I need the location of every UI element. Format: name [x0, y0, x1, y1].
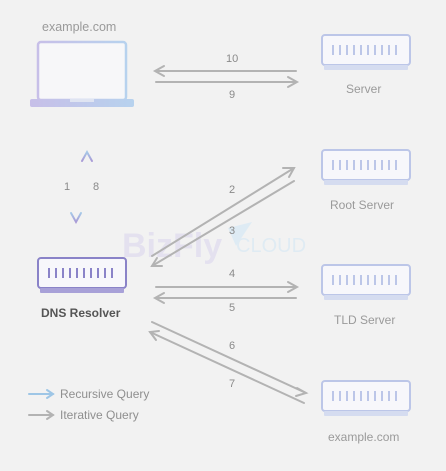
watermark-cloud-text: CLOUD [236, 235, 306, 257]
step-6-label: 6 [229, 340, 236, 352]
watermark-wing-icon [228, 222, 252, 246]
dns-resolver-label: DNS Resolver [41, 306, 121, 320]
step-10-label: 10 [226, 53, 239, 65]
authoritative-server-icon [321, 380, 411, 416]
server-icon [321, 34, 411, 70]
arrow-step-2 [151, 167, 296, 257]
arrow-step-3 [150, 180, 295, 267]
arrow-step-10 [152, 65, 297, 77]
step-4-label: 4 [229, 268, 236, 280]
legend-recursive-arrow [28, 389, 55, 399]
tld-server-label: TLD Server [334, 313, 396, 327]
authoritative-server-label: example.com [328, 430, 400, 444]
arrow-step-6 [151, 321, 309, 397]
legend-iterative-label: Iterative Query [60, 408, 139, 422]
root-server-label: Root Server [330, 198, 395, 212]
arrow-step-4 [155, 281, 300, 293]
step-8-label: 8 [93, 181, 100, 193]
step-7-label: 7 [229, 378, 236, 390]
legend-recursive-label: Recursive Query [60, 387, 150, 401]
step-5-label: 5 [229, 302, 236, 314]
arrow-step-1 [70, 152, 82, 225]
dns-resolver-icon [37, 257, 127, 293]
step-9-label: 9 [229, 89, 236, 101]
server-label: Server [346, 82, 382, 96]
step-3-label: 3 [229, 225, 236, 237]
legend-iterative-arrow [28, 410, 55, 420]
arrow-step-7 [148, 330, 305, 404]
arrow-step-9 [155, 76, 300, 88]
step-1-label: 1 [64, 181, 71, 193]
step-2-label: 2 [229, 184, 236, 196]
arrow-step-5 [152, 292, 297, 304]
tld-server-icon [321, 264, 411, 300]
root-server-icon [321, 149, 411, 185]
client-label: example.com [42, 20, 117, 34]
arrow-step-8 [81, 149, 93, 222]
laptop-icon [30, 40, 134, 107]
